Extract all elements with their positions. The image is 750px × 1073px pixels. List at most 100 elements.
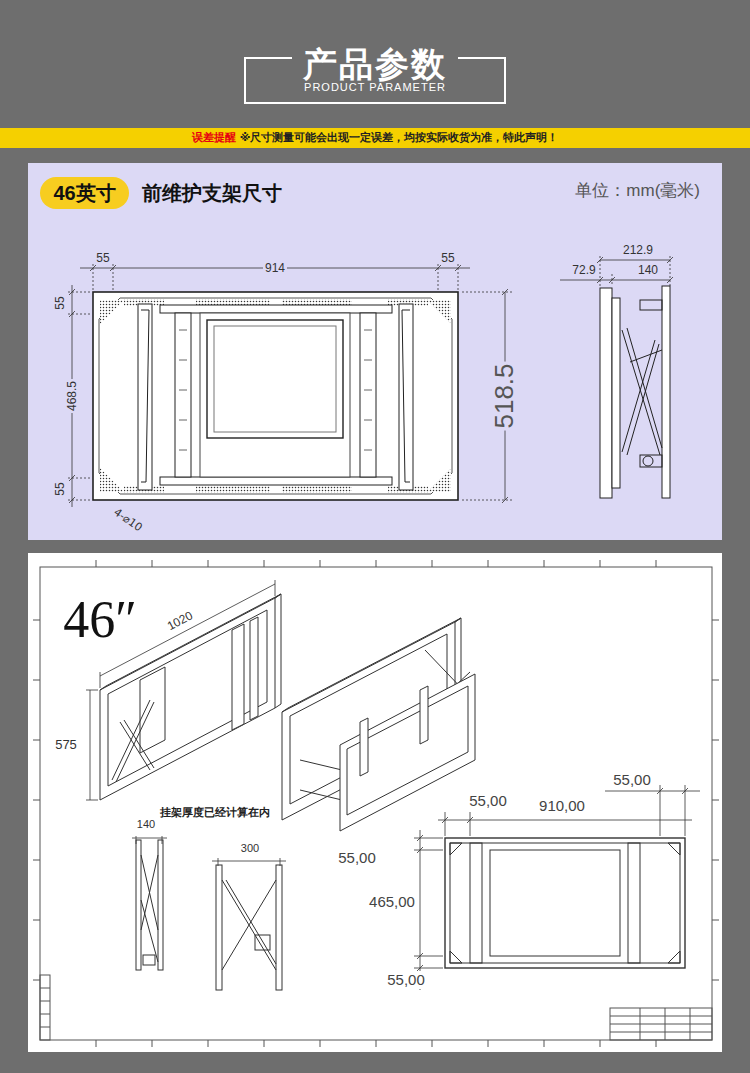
- front-view: [200, 313, 350, 477]
- bracket-isometric: [275, 594, 281, 708]
- bracket-isometric: [112, 700, 150, 780]
- front-view: [138, 304, 152, 490]
- side-view: [627, 328, 662, 448]
- side-view: [222, 880, 276, 970]
- dimension-label: 910,00: [539, 797, 585, 815]
- bracket-isometric-open: [347, 686, 468, 815]
- dimension-label: 55: [96, 251, 109, 265]
- sheet-frame: [33, 620, 40, 980]
- front-view: [427, 300, 451, 324]
- side-view: [662, 286, 670, 498]
- dimension-label: 55,00: [338, 849, 376, 867]
- side-view: [627, 344, 659, 455]
- front-view-cad: [628, 843, 640, 963]
- badge-text: 46英寸: [53, 181, 115, 205]
- front-view: [399, 304, 413, 490]
- sheet-frame: [712, 620, 719, 980]
- side-view: [141, 855, 158, 930]
- bracket-isometric-open: [420, 686, 428, 744]
- section-heading: 前维护支架尺寸: [142, 181, 282, 205]
- drawing-sheet: [28, 553, 722, 1052]
- dimension-label: 55,00: [469, 792, 507, 810]
- sheet-frame: [40, 567, 712, 1040]
- front-view: [160, 305, 392, 313]
- warning-tag: 误差提醒: [192, 131, 236, 144]
- front-view: [160, 477, 392, 485]
- note: 挂架厚度已经计算在内: [160, 806, 270, 819]
- side-view: [158, 840, 163, 970]
- side-view: [141, 855, 158, 930]
- sheet-frame: [33, 560, 719, 1047]
- sheet-frame: [96, 560, 656, 567]
- bracket-isometric-open: [300, 760, 342, 770]
- side-view: [222, 880, 276, 970]
- front-view-cad: [445, 838, 685, 968]
- front-view-cad: [668, 843, 680, 855]
- side-view: [622, 340, 655, 452]
- side-view: [141, 900, 158, 962]
- bracket-isometric: [140, 667, 165, 753]
- side-view: [640, 455, 662, 467]
- front-view: [427, 468, 451, 492]
- page-title: 产品参数: [303, 44, 447, 85]
- warning-band: 误差提醒※尺寸测量可能会出现一定误差，均按实际收货为准，特此声明！: [0, 128, 750, 148]
- dimension-label: 140: [638, 263, 658, 277]
- front-view: [175, 313, 191, 477]
- side-view: [600, 286, 670, 498]
- side-view: [136, 840, 282, 990]
- front-view: [360, 313, 376, 477]
- front-view: [100, 300, 124, 324]
- dimension-label: 468.5: [65, 379, 79, 413]
- dimension-label: 212.9: [623, 243, 653, 257]
- side-view: [622, 300, 662, 467]
- side-view: [640, 300, 662, 310]
- bracket-isometric: [120, 722, 150, 770]
- spec-panel: [28, 163, 722, 540]
- side-view: [600, 288, 612, 498]
- dimension-lines: [90, 690, 91, 800]
- front-view: [402, 310, 410, 482]
- bracket-isometric-open: [300, 790, 342, 800]
- front-view-cad: [445, 838, 685, 968]
- side-view: [136, 840, 141, 970]
- bracket-isometric: [124, 720, 154, 768]
- front-view: [93, 292, 458, 500]
- dimension-lines: [597, 257, 673, 283]
- bracket-isometric: [232, 624, 244, 730]
- dimension-lines: [136, 836, 162, 844]
- dimension-label: 72.9: [572, 263, 595, 277]
- bracket-isometric-open: [282, 618, 475, 831]
- sheet-frame: [40, 988, 50, 1027]
- dimension-lines: [414, 838, 443, 968]
- bracket-isometric: [250, 617, 258, 720]
- side-view: [141, 855, 158, 965]
- dimension-lines: [420, 830, 421, 990]
- subtitle: PRODUCT PARAMETER: [304, 81, 446, 94]
- front-view: [141, 310, 149, 482]
- side-view: [255, 935, 270, 950]
- front-view: [282, 486, 352, 493]
- dimension-label: 55,00: [613, 771, 651, 789]
- dimension-lines: [414, 785, 700, 990]
- front-view: [364, 330, 372, 450]
- dimension-label: 518.5: [489, 361, 520, 430]
- dimension-label: 465,00: [369, 893, 415, 911]
- dimension-lines: [442, 788, 688, 823]
- dimension-label: 300: [241, 842, 259, 855]
- bracket-isometric-open: [360, 718, 368, 776]
- dimension-lines: [560, 280, 670, 281]
- size-title: 46″: [63, 589, 137, 651]
- sheet-frame: [40, 975, 50, 1040]
- sheet-frame: [610, 1008, 712, 1040]
- front-view: [100, 468, 124, 492]
- size-badge: 46英寸: [40, 177, 129, 209]
- dimension-lines: [600, 260, 670, 261]
- dimension-lines: [417, 835, 423, 971]
- dimension-label: 914: [263, 261, 287, 275]
- side-view: [622, 330, 660, 455]
- dimension-lines: [68, 256, 673, 507]
- unit-note: 单位：mm(毫米): [575, 181, 700, 201]
- front-view-cad: [450, 951, 462, 963]
